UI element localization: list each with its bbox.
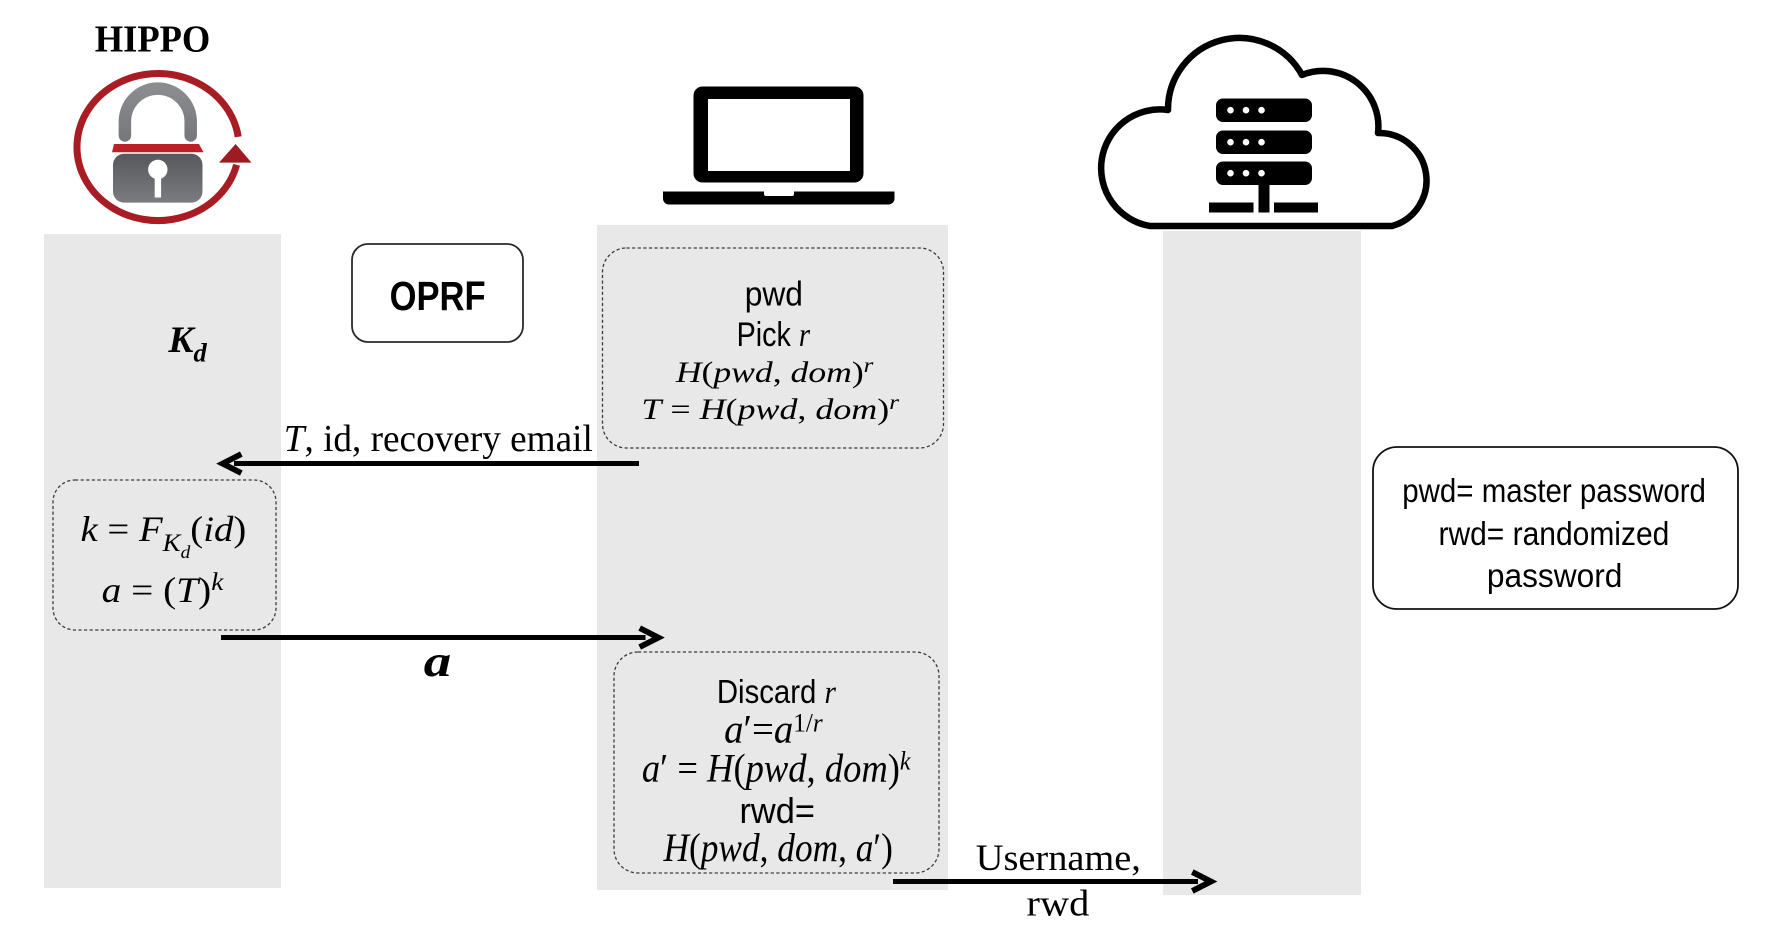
- svg-text:HIPPO: HIPPO: [95, 19, 211, 61]
- svg-text:a = (T)k: a = (T)k: [102, 568, 224, 611]
- svg-text:k = FKd(id): k = FKd(id): [80, 510, 246, 563]
- svg-text:H(pwd, dom)r: H(pwd, dom)r: [675, 353, 875, 389]
- svg-text:T, id, recovery email: T, id, recovery email: [284, 417, 593, 459]
- svg-text:a′ = H(pwd, dom)k: a′ = H(pwd, dom)k: [642, 747, 911, 791]
- svg-text:pwd= master password: pwd= master password: [1402, 472, 1706, 509]
- svg-text:Kd: Kd: [167, 320, 207, 367]
- svg-text:rwd=: rwd=: [739, 791, 814, 831]
- svg-text:password: password: [1487, 557, 1623, 594]
- svg-text:pwd: pwd: [745, 275, 803, 314]
- svg-text:Discard r: Discard r: [717, 673, 837, 710]
- svg-text:a′=a1/r: a′=a1/r: [724, 707, 824, 752]
- svg-text:Pick r: Pick r: [737, 316, 811, 354]
- svg-text:rwd: rwd: [1027, 883, 1090, 924]
- svg-text:H(pwd, dom, a′): H(pwd, dom, a′): [663, 826, 893, 871]
- svg-text:a: a: [424, 637, 452, 686]
- svg-text:rwd= randomized: rwd= randomized: [1439, 515, 1670, 553]
- svg-text:OPRF: OPRF: [390, 274, 486, 319]
- svg-text:Username,: Username,: [976, 838, 1141, 879]
- svg-text:T = H(pwd, dom)r: T = H(pwd, dom)r: [641, 391, 900, 426]
